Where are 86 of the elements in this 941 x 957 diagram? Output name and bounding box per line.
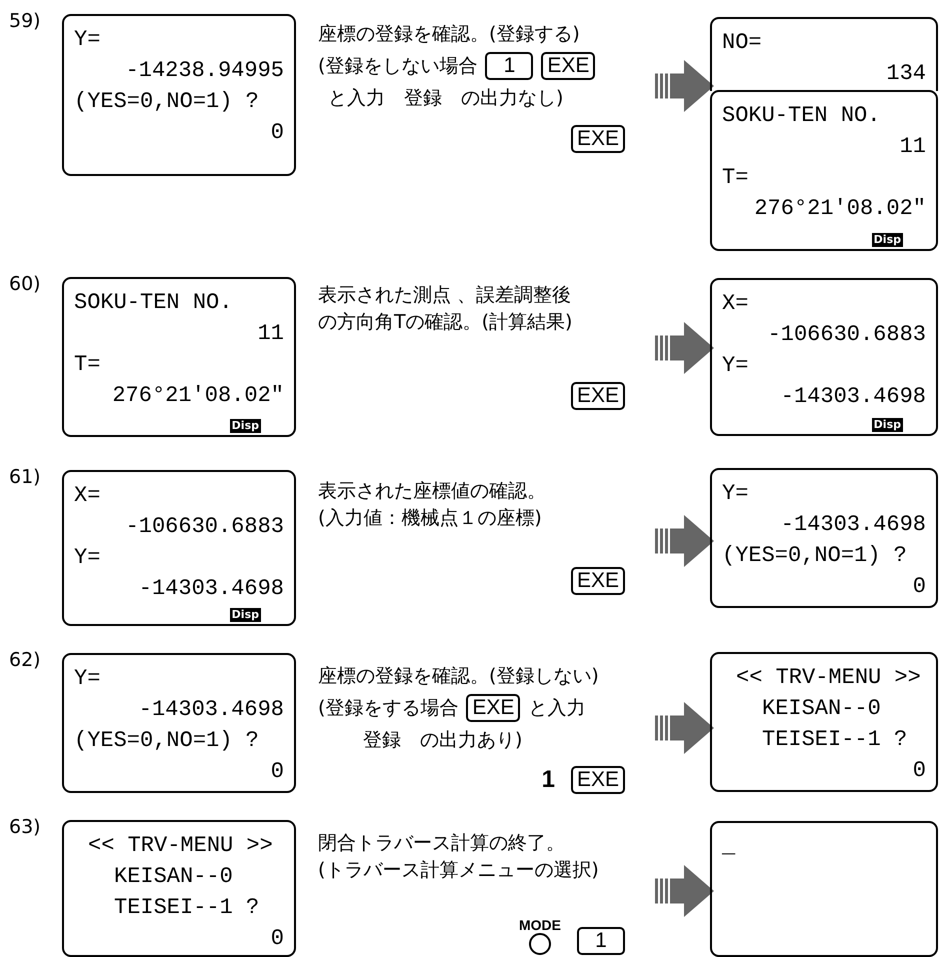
display-screen	[710, 278, 938, 436]
display-screen	[710, 652, 938, 792]
instruction-text: 表示された測点 、誤差調整後の方向角Tの確認。(計算結果)	[318, 283, 574, 335]
arrow	[655, 60, 714, 112]
display-text: (YES=0,NO=1) ?	[74, 727, 259, 755]
display-screen	[62, 14, 296, 176]
instruction-text: 表示された座標値の確認。	[318, 478, 546, 504]
display-text: SOKU-TEN NO.	[74, 289, 232, 317]
keycap: 1	[577, 927, 625, 955]
key-input-text: 1	[542, 766, 555, 794]
display-text: Y=	[74, 544, 100, 572]
keycap: 1	[485, 52, 534, 80]
keycap: EXE	[570, 382, 625, 410]
display-screen	[710, 468, 938, 608]
display-text: X=	[722, 290, 748, 318]
instruction-text: 登録 の出力あり)	[363, 728, 522, 753]
display-text: 0	[912, 757, 926, 785]
disp-indicator: Disp	[872, 233, 903, 247]
display-text: TEISEI--1 ?	[114, 894, 260, 922]
arrow	[655, 322, 714, 374]
display-text: 276°21′08.02″	[112, 382, 284, 410]
display-text: SOKU-TEN NO.	[722, 102, 880, 130]
display-text: << TRV-MENU >>	[736, 664, 921, 692]
display-text: 0	[912, 573, 926, 601]
step-number: 59)	[9, 10, 41, 32]
display-text: (YES=0,NO=1) ?	[722, 542, 907, 570]
display-text: _	[722, 833, 736, 861]
display-text: Y=	[722, 352, 748, 380]
display-screen	[710, 17, 938, 91]
keycap: EXE	[570, 766, 625, 794]
display-text: -14238.94995	[126, 57, 284, 85]
display-text: Y=	[74, 665, 100, 693]
disp-indicator: Disp	[230, 419, 261, 433]
display-text: -14303.4698	[780, 383, 926, 411]
display-text: KEISAN--0	[114, 863, 233, 891]
display-text: 276°21′08.02″	[754, 195, 926, 223]
display-text: -14303.4698	[780, 511, 926, 539]
disp-indicator: Disp	[230, 608, 261, 622]
display-text: 0	[270, 758, 284, 786]
display-screen	[710, 821, 938, 957]
arrow	[655, 515, 714, 567]
display-text: X=	[74, 482, 100, 510]
display-text: -106630.6883	[768, 321, 926, 349]
instruction-text: (登録をする場合	[318, 696, 458, 721]
display-text: 11	[258, 320, 284, 348]
display-screen	[62, 470, 296, 626]
display-screen	[62, 820, 296, 957]
display-text: << TRV-MENU >>	[88, 832, 273, 860]
keycap: EXE	[570, 567, 625, 595]
display-text: -106630.6883	[126, 513, 284, 541]
step-number: 63)	[9, 816, 41, 838]
display-text: 0	[270, 119, 284, 147]
display-text: T=	[722, 164, 748, 192]
keycap: EXE	[466, 694, 520, 722]
instruction-text: 座標の登録を確認。(登録しない)	[318, 664, 599, 689]
instruction-text: と入力	[528, 696, 586, 721]
instruction-text: (入力値：機械点１の座標)	[318, 506, 542, 530]
instruction-text: (トラバース計算メニューの選択)	[318, 858, 599, 882]
disp-indicator: Disp	[872, 418, 903, 432]
display-text: 0	[270, 925, 284, 953]
display-text: (YES=0,NO=1) ?	[74, 88, 259, 116]
display-screen	[62, 277, 296, 437]
display-screen	[62, 653, 296, 793]
display-text: T=	[74, 351, 100, 379]
display-text: -14303.4698	[138, 575, 284, 603]
arrow	[655, 702, 714, 754]
arrow	[655, 865, 714, 917]
display-text: 134	[886, 60, 926, 88]
step-number: 62)	[9, 649, 41, 671]
instruction-text: と入力 登録 の出力なし)	[328, 86, 564, 111]
instruction-text: 座標の登録を確認。(登録する)	[318, 22, 580, 47]
display-text: 11	[900, 133, 926, 161]
display-text: Y=	[74, 26, 100, 54]
display-text: NO=	[722, 29, 762, 57]
instruction-text: (登録をしない場合	[318, 54, 478, 79]
display-text: -14303.4698	[138, 696, 284, 724]
display-text: KEISAN--0	[762, 695, 881, 723]
step-number: 61)	[9, 466, 41, 488]
key-label: MODE	[519, 917, 561, 933]
keycap: EXE	[570, 125, 625, 153]
display-text: TEISEI--1 ?	[762, 726, 908, 754]
display-text: Y=	[722, 480, 748, 508]
display-screen	[710, 90, 938, 251]
instruction-text: 閉合トラバース計算の終了。	[318, 830, 565, 856]
step-number: 60)	[9, 273, 41, 295]
keycap: EXE	[541, 52, 596, 80]
